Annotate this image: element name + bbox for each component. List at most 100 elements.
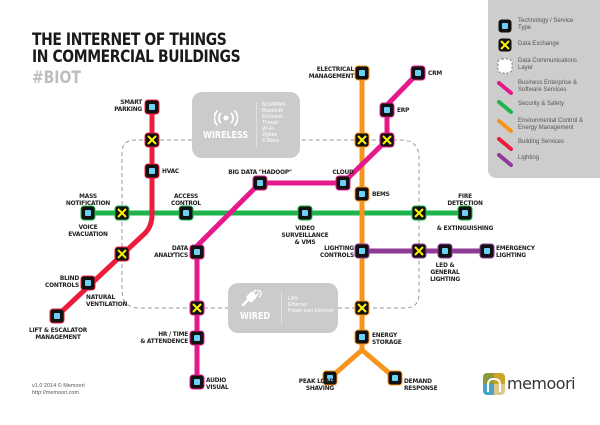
protocol: Zigbee	[262, 132, 278, 138]
station-electrical-management	[354, 65, 370, 81]
label-mass-notification: MASS NOTIFICATION	[65, 192, 111, 207]
label-bems: BEMS	[372, 190, 390, 198]
label-electrical-management: ELECTRICAL MANAGEMENT	[308, 65, 354, 80]
wireless-protocol-list: 6LoWPAN Bluetooth EnOcean Thread Wi-Fi Z…	[262, 102, 285, 144]
legend-label: Data Communications Layer	[518, 58, 578, 71]
footer: v1.0 2014 © Memoori http://memoori.com	[32, 383, 85, 397]
station-access-control	[178, 205, 194, 221]
station-fire-detection	[457, 205, 473, 221]
data-exchange-icon	[144, 132, 160, 148]
station-icon	[498, 19, 512, 33]
building-line-swatch-icon	[497, 137, 513, 151]
legend-label: Building Services	[518, 139, 565, 145]
protocol: Wi-Fi	[262, 126, 274, 132]
protocol: LAN	[288, 296, 298, 302]
wireless-layer-box: WIRELESS 6LoWPAN Bluetooth EnOcean Threa…	[192, 92, 300, 158]
data-exchange-icon	[379, 132, 395, 148]
label-natural-ventilation: NATURAL VENTILATION	[86, 293, 128, 308]
data-exchange-icon	[114, 246, 130, 262]
legend-item-security: Security & Safety	[488, 98, 600, 118]
building-services-line	[55, 107, 155, 318]
wireless-title: WIRELESS	[203, 130, 249, 141]
stations	[49, 65, 495, 390]
label-lighting-controls: LIGHTING CONTROLS	[320, 244, 354, 259]
legend-item-data-layer: Data Communications Layer	[488, 56, 600, 76]
brand-name: memoori	[507, 374, 576, 393]
label-peak-load: PEAK LOAD SHAVING	[298, 377, 334, 392]
security-line-swatch-icon	[497, 100, 513, 114]
station-blind-controls	[80, 275, 96, 291]
station-lighting-controls	[354, 243, 370, 259]
legend-label: Technology / Service Type	[518, 18, 574, 31]
station-hr-time	[189, 330, 205, 346]
plug-icon	[241, 289, 262, 307]
data-exchange-icon	[114, 205, 130, 221]
legend-item-building: Building Services	[488, 136, 600, 156]
station-peak-load	[322, 370, 338, 386]
label-energy-storage: ENERGY STORAGE	[372, 331, 402, 346]
label-cloud: CLOUD	[332, 168, 354, 176]
label-hr-time: HR / TIME & ATTENDENCE	[140, 330, 188, 345]
legend-label: Business Enterprise & Software Services	[518, 80, 578, 93]
station-big-data	[252, 175, 268, 191]
station-video-surveillance	[297, 205, 313, 221]
protocol: EnOcean	[262, 114, 283, 120]
wired-layer-box: WIRED LAN Ethernet Power over Ethernet	[228, 283, 338, 333]
label-voice-evacuation: VOICE EVACUATION	[68, 223, 108, 238]
data-exchange-icon	[354, 132, 370, 148]
protocol: Thread	[262, 120, 278, 126]
energy-line-swatch-icon	[497, 119, 513, 133]
data-exchange-nodes	[114, 132, 427, 316]
label-erp: ERP	[397, 106, 410, 114]
station-energy-storage	[354, 329, 370, 345]
label-demand-response: DEMAND RESPONSE	[404, 377, 438, 392]
protocol: Power over Ethernet	[288, 308, 334, 314]
label-data-analytics: DATA ANALYTICS	[154, 244, 188, 259]
station-crm	[410, 65, 426, 81]
memoori-logo-icon	[483, 373, 505, 395]
legend-label: Security & Safety	[518, 101, 565, 107]
protocol: 6LoWPAN	[262, 102, 285, 108]
label-audio-visual: AUDIO VISUAL	[206, 376, 229, 391]
protocol: Bluetooth	[262, 108, 284, 114]
lighting-line-swatch-icon	[497, 153, 513, 167]
station-audio-visual	[189, 374, 205, 390]
data-communications-layer-outline	[121, 139, 420, 309]
legend-label: Data Exchange	[518, 41, 560, 47]
station-hvac	[144, 163, 160, 179]
data-exchange-icon	[189, 300, 205, 316]
data-exchange-icon	[354, 300, 370, 316]
page-title: THE INTERNET OF THINGS IN COMMERCIAL BUI…	[32, 32, 241, 67]
protocol: Z-Wave	[262, 138, 280, 144]
label-smart-parking: SMART PARKING	[114, 98, 142, 113]
dashed-box-icon	[497, 58, 513, 74]
wired-protocol-list: LAN Ethernet Power over Ethernet	[288, 296, 334, 314]
data-exchange-icon	[498, 38, 512, 52]
station-cloud	[335, 175, 351, 191]
label-video-surveillance: VIDEO SURVEILLANCE & VMS	[281, 224, 329, 246]
footer-url[interactable]: http://memoori.com	[32, 390, 80, 396]
station-lift-escalator	[49, 308, 65, 324]
legend-panel: Technology / Service Type Data Exchange …	[488, 0, 600, 178]
label-big-data: BIG DATA "HADOOP"	[228, 168, 292, 176]
station-demand-response	[387, 370, 403, 386]
label-extinguishing: & EXTINGUISHING	[436, 224, 494, 232]
legend-item-energy: Environmental Control & Energy Managemen…	[488, 116, 600, 136]
label-lift-escalator: LIFT & ESCALATOR MANAGEMENT	[28, 326, 88, 341]
label-fire-detection: FIRE DETECTION	[447, 192, 483, 207]
title-line-2: IN COMMERCIAL BUILDINGS	[32, 47, 241, 67]
label-crm: CRM	[428, 69, 443, 77]
legend-item-lighting: Lighting	[488, 152, 600, 172]
station-smart-parking	[144, 99, 160, 115]
station-led-lighting	[437, 243, 453, 259]
wired-title: WIRED	[240, 311, 271, 322]
data-exchange-icon	[411, 243, 427, 259]
label-blind-controls: BLIND CONTROLS	[45, 274, 79, 289]
label-led-lighting: LED & GENERAL LIGHTING	[430, 261, 460, 283]
business-line-swatch-icon	[497, 81, 513, 95]
legend-item-data-exchange: Data Exchange	[488, 38, 600, 58]
label-emergency-lighting: EMERGENCY LIGHTING	[496, 244, 535, 259]
version-text: v1.0 2014 © Memoori	[32, 383, 85, 389]
station-data-analytics	[189, 244, 205, 260]
